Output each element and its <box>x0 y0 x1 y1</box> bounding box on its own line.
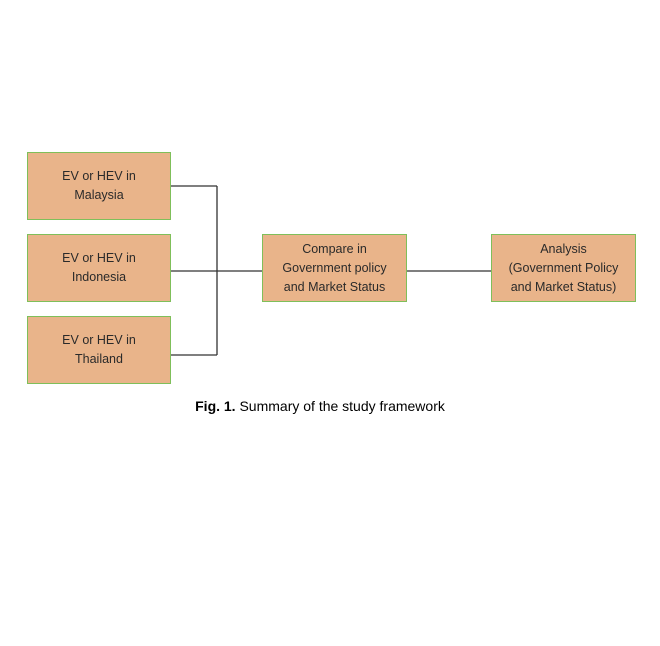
node-compare-label: Compare in Government policy and Market … <box>282 241 387 294</box>
node-analysis-label: Analysis (Government Policy and Market S… <box>508 241 619 294</box>
node-thailand: EV or HEV in Thailand <box>27 316 171 384</box>
figure-caption: Fig. 1. Summary of the study framework <box>0 398 640 414</box>
node-malaysia: EV or HEV in Malaysia <box>27 152 171 220</box>
node-thailand-label: EV or HEV in Thailand <box>62 333 136 366</box>
node-indonesia-label: EV or HEV in Indonesia <box>62 251 136 284</box>
node-malaysia-label: EV or HEV in Malaysia <box>62 169 136 202</box>
node-analysis: Analysis (Government Policy and Market S… <box>491 234 636 302</box>
node-compare: Compare in Government policy and Market … <box>262 234 407 302</box>
figure-number: Fig. 1. <box>195 398 236 414</box>
node-indonesia: EV or HEV in Indonesia <box>27 234 171 302</box>
figure-caption-text: Summary of the study framework <box>235 398 445 414</box>
